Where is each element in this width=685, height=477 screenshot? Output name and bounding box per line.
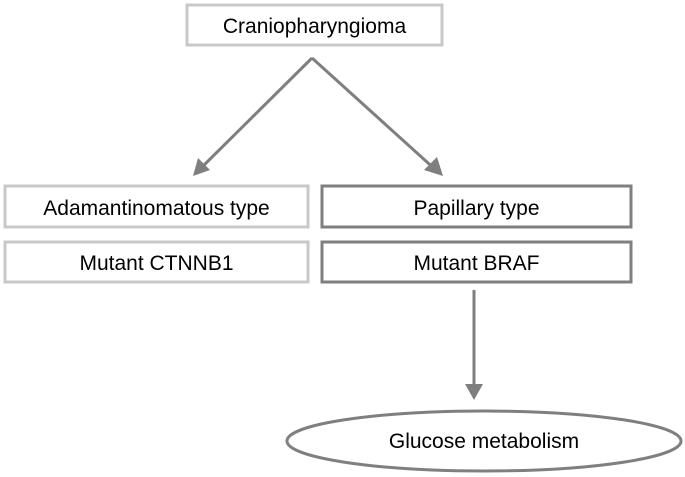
node-glucose-metabolism-label: Glucose metabolism xyxy=(389,430,579,453)
node-mutant-braf: Mutant BRAF xyxy=(320,240,633,284)
node-mutant-ctnnb1-label: Mutant CTNNB1 xyxy=(79,252,233,275)
node-mutant-braf-box xyxy=(320,240,633,284)
arrow-root-to-papillary xyxy=(310,56,443,176)
node-mutant-braf-label: Mutant BRAF xyxy=(413,252,539,275)
node-adamantinomatous-type: Adamantinomatous type xyxy=(3,184,310,229)
node-craniopharyngioma-box xyxy=(185,3,444,47)
node-craniopharyngioma-label: Craniopharyngioma xyxy=(223,15,407,38)
arrowhead-papillary xyxy=(424,157,443,176)
node-adamantinomatous-type-label: Adamantinomatous type xyxy=(43,197,269,220)
node-adamantinomatous-type-box xyxy=(3,184,310,229)
node-glucose-metabolism: Glucose metabolism xyxy=(285,409,683,473)
node-glucose-metabolism-ellipse xyxy=(285,409,683,473)
node-papillary-type: Papillary type xyxy=(320,184,633,229)
node-mutant-ctnnb1: Mutant CTNNB1 xyxy=(3,240,310,284)
node-papillary-type-label: Papillary type xyxy=(413,197,539,220)
node-mutant-ctnnb1-box xyxy=(3,240,310,284)
arrowhead-adamantinomatous xyxy=(193,158,210,176)
node-papillary-type-box xyxy=(320,184,633,229)
node-craniopharyngioma: Craniopharyngioma xyxy=(185,3,444,47)
arrow-root-to-adamantinomatous xyxy=(193,56,314,176)
arrowhead-glucose xyxy=(465,384,483,400)
arrow-braf-to-glucose xyxy=(465,290,483,400)
